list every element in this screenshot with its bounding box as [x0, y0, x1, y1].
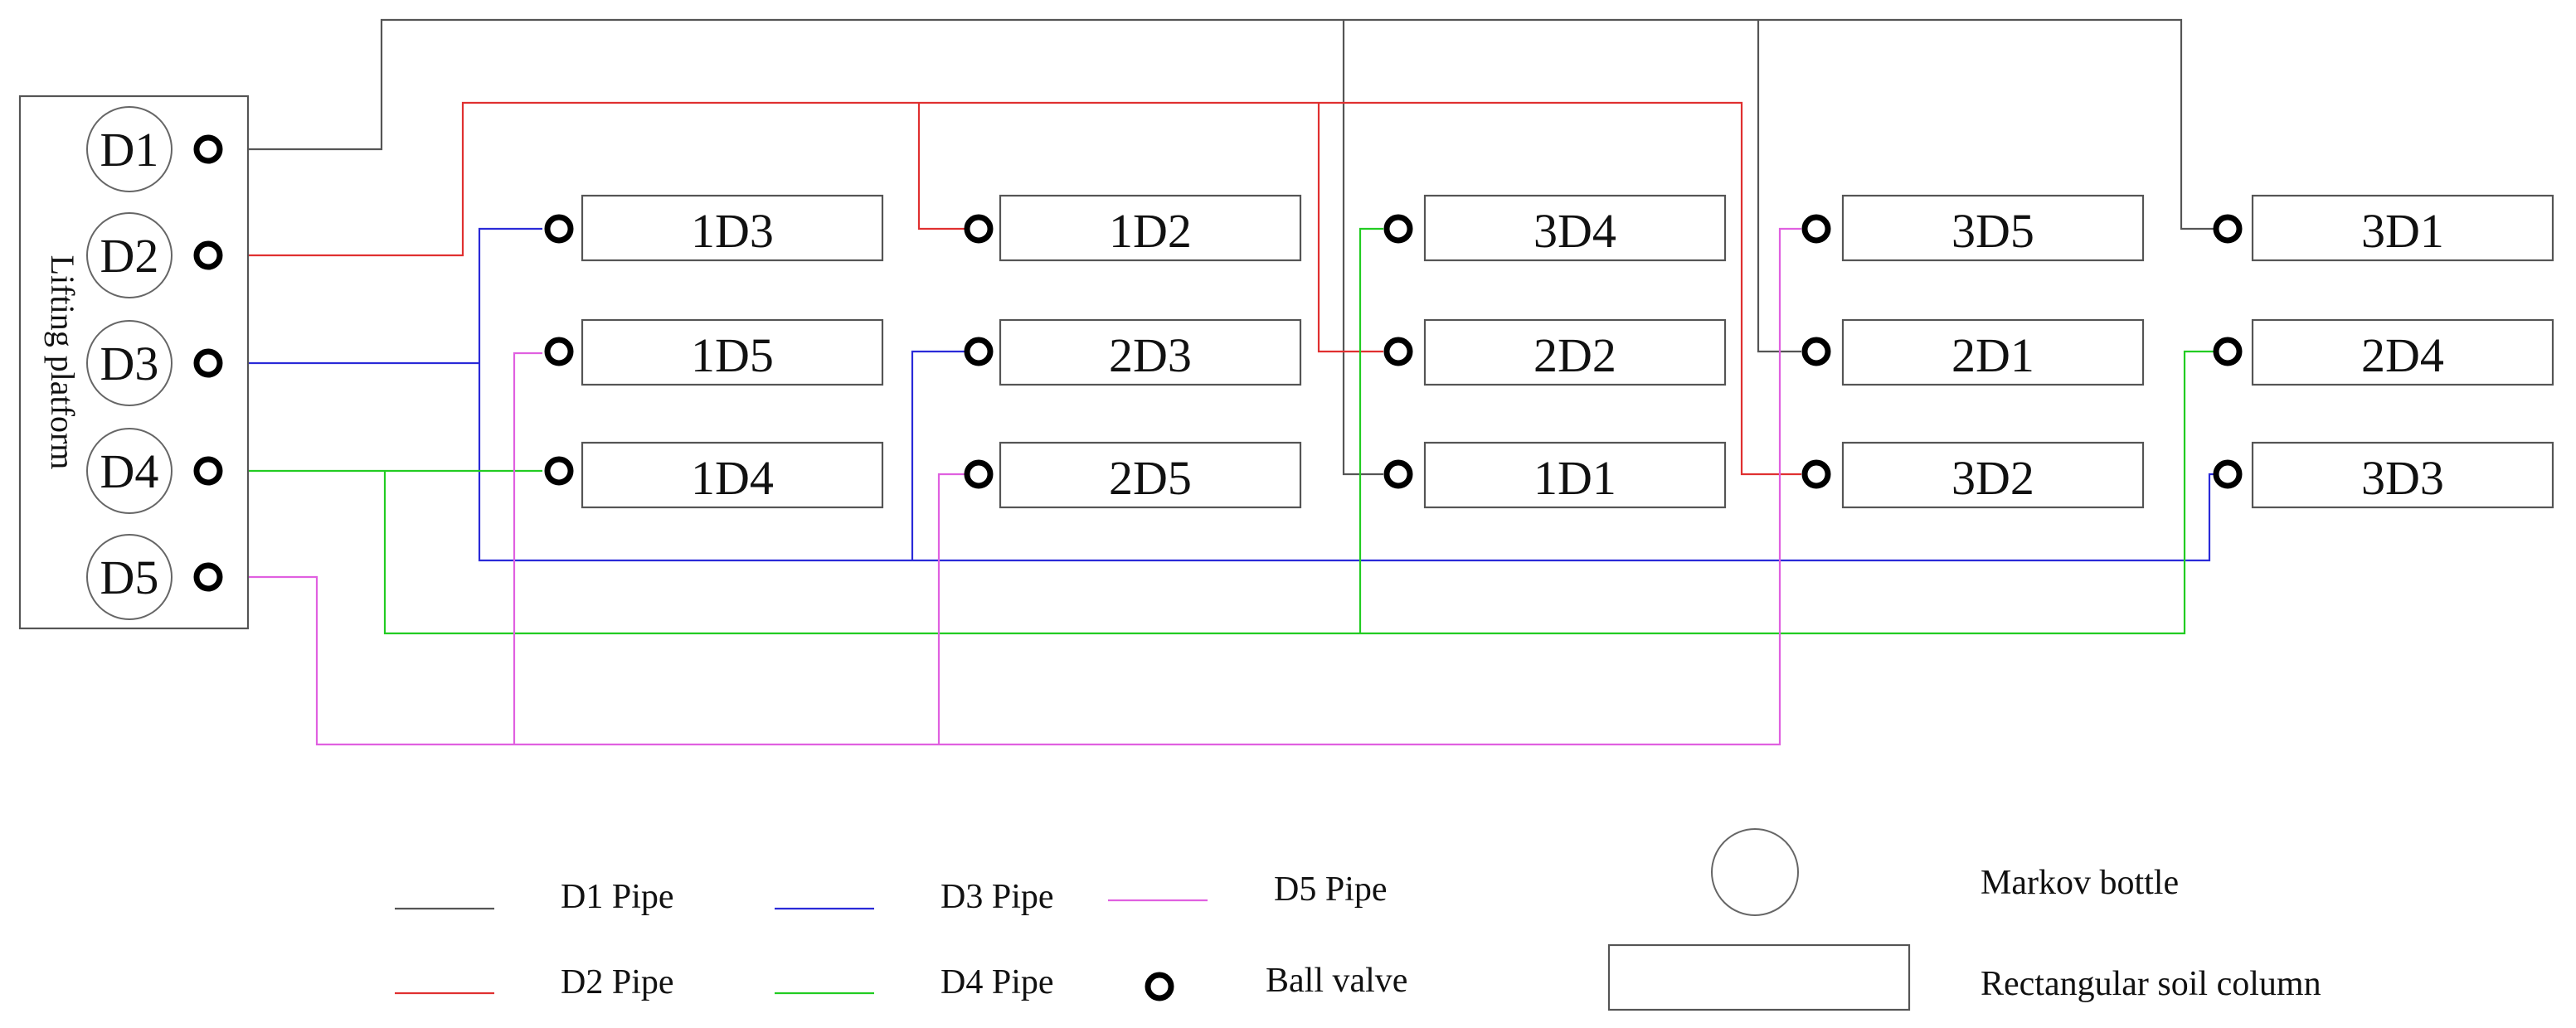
soil-column-3d2: 3D2: [1801, 441, 2145, 509]
ball-valve-icon: [1383, 337, 1413, 366]
d2-pipe: [217, 101, 1801, 476]
ball-valve-icon: [1801, 459, 1831, 489]
ball-valve-icon: [193, 134, 223, 164]
column-label: 1D4: [691, 451, 774, 505]
ball-valve-icon: [964, 459, 994, 489]
column-label: 3D3: [2361, 451, 2444, 505]
soil-column-3d1: 3D1: [2213, 194, 2554, 262]
soil-column-1d4: 1D4: [544, 441, 884, 509]
legend-label: D4 Pipe: [940, 963, 1054, 1001]
pipes: [217, 18, 2226, 746]
markov-bottle-d1: D1: [86, 106, 173, 192]
legend-label: D5 Pipe: [1274, 870, 1388, 909]
column-label: 1D1: [1533, 451, 1616, 505]
soil-column-3d4: 3D4: [1383, 194, 1727, 262]
soil-column-3d5: 3D5: [1801, 194, 2145, 262]
column-label: 2D2: [1533, 328, 1616, 382]
legend-d5-pipe: D5 Pipe: [1108, 870, 1388, 909]
legend-soil-column: Rectangular soil column: [1607, 943, 2321, 1011]
bottle-label: D1: [100, 123, 159, 177]
column-label: 1D3: [691, 204, 774, 258]
bottle-label: D3: [100, 337, 159, 390]
markov-bottle-d3: D3: [86, 320, 173, 406]
legend-label: Markov bottle: [1981, 864, 2179, 902]
markov-bottle-d2: D2: [86, 212, 173, 298]
soil-column-2d2: 2D2: [1383, 318, 1727, 386]
soil-column-1d3: 1D3: [544, 194, 884, 262]
column-label: 3D2: [1951, 451, 2034, 505]
ball-valve-icon: [2213, 337, 2243, 366]
ball-valve-icon: [193, 562, 223, 592]
soil-column-1d2: 1D2: [964, 194, 1302, 262]
d4-pipe: [217, 227, 2226, 635]
d3-pipe: [217, 227, 2226, 562]
ball-valve-icon: [964, 337, 994, 366]
soil-column-icon: [1607, 943, 1911, 1011]
ball-valve-icon: [1383, 459, 1413, 489]
soil-column-2d3: 2D3: [964, 318, 1302, 386]
soil-column-1d1: 1D1: [1383, 441, 1727, 509]
legend-d1-pipe: D1 Pipe: [395, 878, 674, 916]
ball-valve-icon: [193, 348, 223, 378]
column-label: 2D5: [1109, 451, 1192, 505]
markov-bottle-d4: D4: [86, 428, 173, 514]
ball-valve-icon: [1801, 214, 1831, 244]
legend-label: D3 Pipe: [940, 878, 1054, 916]
column-label: 1D5: [691, 328, 774, 382]
lifting-platform: Lifting platform D1 D2 D3 D4 D5: [18, 95, 250, 630]
column-label: 2D1: [1951, 328, 2034, 382]
ball-valve-icon: [193, 456, 223, 486]
ball-valve-icon: [544, 337, 574, 366]
column-label: 1D2: [1109, 204, 1192, 258]
column-label: 2D4: [2361, 328, 2444, 382]
ball-valve-icon: [1145, 972, 1174, 1001]
d1-pipe: [217, 18, 2226, 476]
soil-column-2d5: 2D5: [964, 441, 1302, 509]
legend-d2-pipe: D2 Pipe: [395, 963, 674, 1001]
ball-valve-icon: [2213, 214, 2243, 244]
soil-column-2d1: 2D1: [1801, 318, 2145, 386]
legend-d4-pipe: D4 Pipe: [775, 963, 1054, 1001]
d5-pipe: [217, 227, 1801, 746]
column-label: 3D4: [1533, 204, 1616, 258]
bottle-label: D2: [100, 229, 159, 283]
markov-bottle-d5: D5: [86, 534, 173, 620]
legend-markov-bottle: Markov bottle: [1711, 828, 2179, 916]
legend: D1 Pipe D2 Pipe D3 Pipe D4 Pipe D5 Pipe …: [395, 828, 2321, 1011]
ball-valve-icon: [964, 214, 994, 244]
bottle-label: D4: [100, 444, 159, 498]
legend-label: D1 Pipe: [561, 878, 674, 916]
soil-column-3d3: 3D3: [2213, 441, 2554, 509]
ball-valve-icon: [193, 240, 223, 270]
ball-valve-icon: [1801, 337, 1831, 366]
legend-label: Rectangular soil column: [1981, 965, 2321, 1003]
ball-valve-icon: [544, 456, 574, 486]
ball-valve-icon: [2213, 459, 2243, 489]
legend-label: D2 Pipe: [561, 963, 674, 1001]
column-label: 2D3: [1109, 328, 1192, 382]
legend-label: Ball valve: [1266, 962, 1407, 1000]
soil-column-2d4: 2D4: [2213, 318, 2554, 386]
legend-ball-valve: Ball valve: [1145, 962, 1407, 1001]
ball-valve-icon: [1383, 214, 1413, 244]
column-label: 3D5: [1951, 204, 2034, 258]
bottle-label: D5: [100, 550, 159, 604]
soil-columns: 1D3 1D5 1D4 1D2 2D3 2D5: [544, 194, 2554, 509]
markov-bottle-icon: [1711, 828, 1799, 916]
soil-column-1d5: 1D5: [544, 318, 884, 386]
ball-valve-icon: [544, 214, 574, 244]
legend-d3-pipe: D3 Pipe: [775, 878, 1054, 916]
column-label: 3D1: [2361, 204, 2444, 258]
lifting-platform-label: Lifting platform: [44, 255, 81, 470]
